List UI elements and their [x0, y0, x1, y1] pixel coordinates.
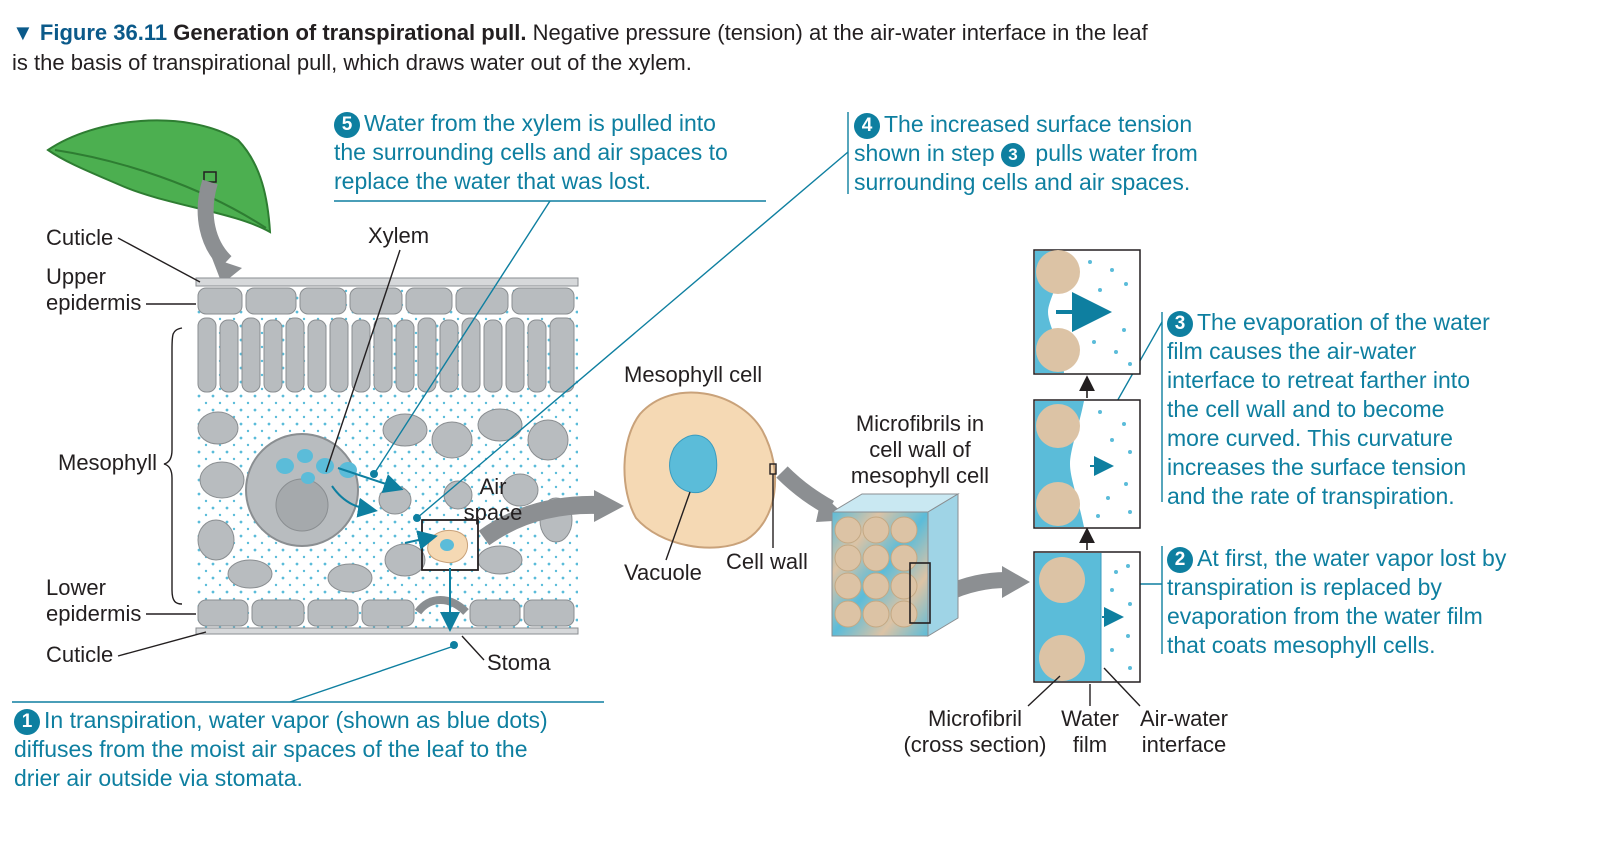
upper-epidermis-cells — [195, 277, 579, 315]
microfibril-block — [830, 493, 960, 637]
step-4-badge: 4 — [854, 113, 880, 139]
zoom-arrow-1 — [478, 495, 599, 546]
label-cuticle-bottom: Cuticle — [46, 642, 114, 667]
caption-marker: ▼ — [12, 20, 34, 45]
leaf-icon — [46, 119, 272, 234]
figure-number: Figure 36.11 — [39, 20, 168, 45]
palisade-cells — [197, 317, 575, 393]
step-3-badge: 3 — [1167, 311, 1193, 337]
label-stoma: Stoma — [487, 650, 551, 675]
lower-epidermis-cells — [195, 596, 579, 635]
step-2-badge: 2 — [1167, 547, 1193, 573]
leaf-cross-section — [195, 277, 579, 635]
label-microfibril-cross-section: Microfibril (cross section) — [903, 706, 1047, 757]
label-cell-wall: Cell wall — [726, 549, 808, 574]
step-1-badge: 1 — [14, 709, 40, 735]
spongy-mesophyll-cells — [197, 408, 573, 593]
figure-caption: ▼ Figure 36.11 Generation of transpirati… — [12, 18, 1152, 78]
label-mesophyll-cell: Mesophyll cell — [624, 362, 763, 387]
label-air-water-interface: Air-water interface — [1139, 706, 1228, 757]
label-air-space: Air space — [463, 474, 523, 525]
vascular-bundle — [245, 433, 359, 547]
step-4-ref-badge: 3 — [1001, 143, 1026, 167]
step-5-badge: 5 — [334, 112, 360, 138]
label-lower-epidermis: Lower epidermis — [46, 575, 142, 626]
label-microfibrils: Microfibrils in cell wall of mesophyll c… — [850, 411, 990, 488]
panel-retreated — [1033, 249, 1141, 375]
panel-initial — [1033, 551, 1141, 683]
figure-title: Generation of transpirational pull. — [173, 20, 527, 45]
leaf-zoom-arrow — [197, 179, 232, 268]
label-water-film: Water film — [1061, 706, 1119, 757]
mesophyll-cell — [623, 391, 777, 561]
caption-text: Negative pressure (tension) at the air-w… — [12, 20, 1148, 75]
label-upper-epidermis: Upper epidermis — [46, 264, 142, 315]
label-vacuole: Vacuole — [624, 560, 702, 585]
panel-intermediate — [1033, 399, 1141, 529]
label-xylem: Xylem — [368, 223, 430, 248]
label-mesophyll: Mesophyll — [58, 450, 158, 475]
label-cuticle-top: Cuticle — [46, 225, 114, 250]
